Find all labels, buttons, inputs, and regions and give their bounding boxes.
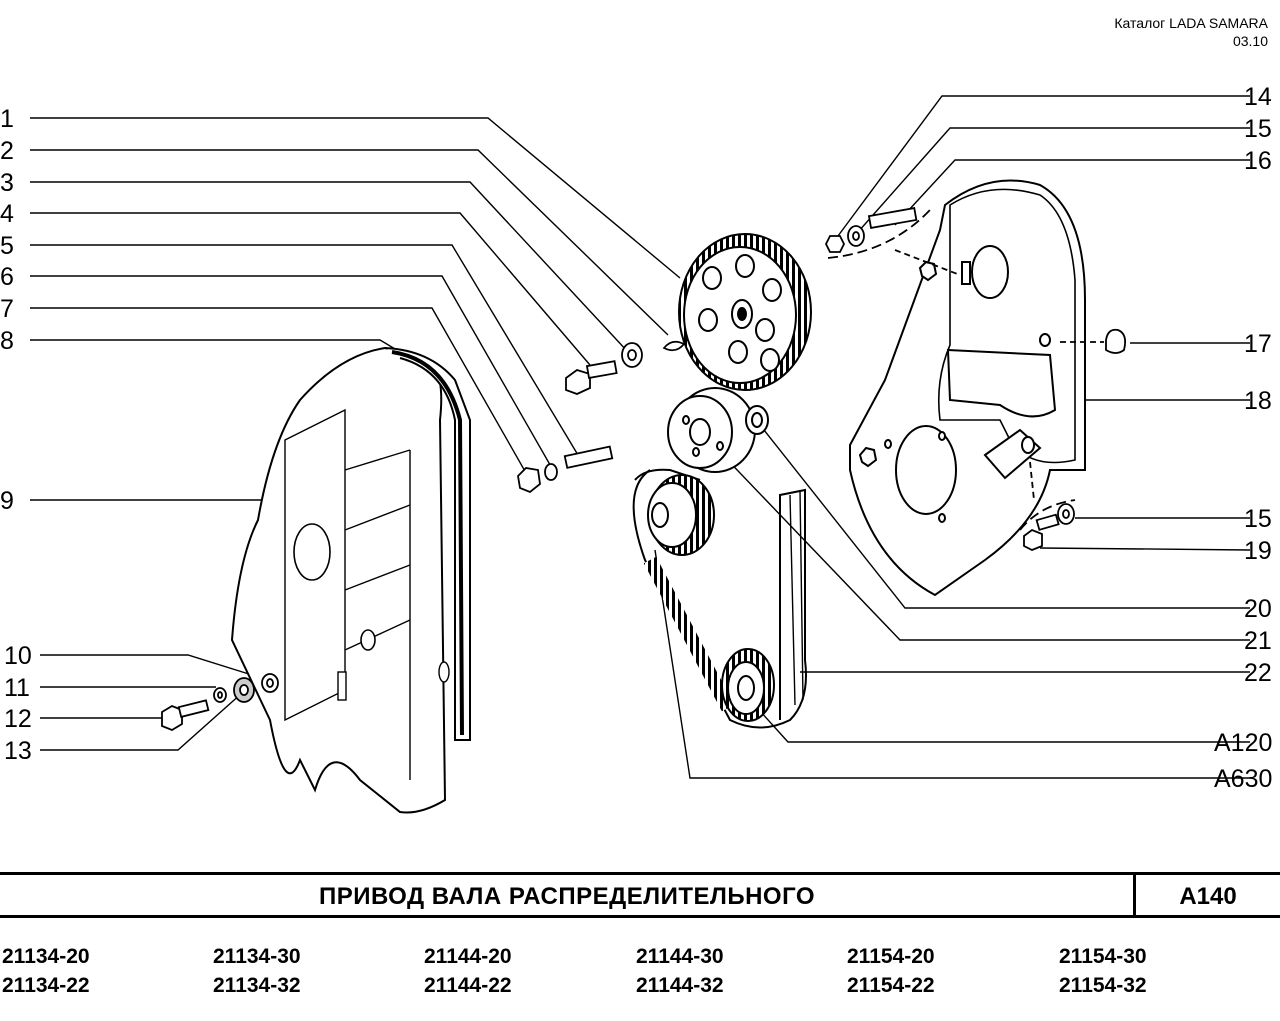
model-code: 21134-30 — [213, 945, 301, 968]
callout-15-lower: 15 — [1244, 505, 1272, 533]
callout-16: 16 — [1244, 147, 1272, 175]
callout-6: 6 — [0, 263, 14, 291]
callout-15: 15 — [1244, 115, 1272, 143]
callout-1: 1 — [0, 105, 14, 133]
callout-2: 2 — [0, 137, 14, 165]
callout-21: 21 — [1244, 627, 1272, 655]
model-code: 21134-20 — [2, 945, 90, 968]
model-code: 21154-22 — [847, 974, 935, 997]
nut-14 — [824, 235, 846, 253]
callout-14: 14 — [1244, 83, 1272, 111]
callout-20: 20 — [1244, 595, 1272, 623]
timing-belt — [632, 468, 807, 729]
belt-idler — [647, 474, 715, 556]
front-belt-cover — [230, 346, 471, 814]
bolt-12 — [161, 699, 210, 732]
catalog-name: Каталог LADA SAMARA — [1114, 15, 1268, 31]
model-code: 21134-32 — [213, 974, 301, 997]
model-code: 21144-30 — [636, 945, 724, 968]
camshaft-pulley — [678, 233, 812, 391]
title-bar: ПРИВОД ВАЛА РАСПРЕДЕЛИТЕЛЬНОГО A140 — [0, 872, 1280, 918]
callout-11: 11 — [4, 674, 30, 702]
callout-19: 19 — [1244, 537, 1272, 565]
bolt-19 — [1023, 513, 1060, 551]
callout-17: 17 — [1244, 330, 1272, 358]
model-code: 21144-32 — [636, 974, 724, 997]
stud-16 — [867, 207, 918, 229]
callout-12: 12 — [4, 705, 32, 733]
parts-diagram: 1 2 3 4 5 6 7 8 9 10 11 12 13 14 15 16 1… — [0, 83, 1272, 814]
pulley-fasteners — [565, 340, 686, 395]
callout-9: 9 — [0, 487, 14, 515]
callout-labels: 1 2 3 4 5 6 7 8 9 10 11 12 13 14 15 16 1… — [0, 83, 1272, 793]
callout-7: 7 — [0, 295, 14, 323]
crankshaft-pulley — [721, 648, 775, 722]
washer-6 — [544, 463, 558, 481]
key-2 — [662, 340, 686, 352]
model-code: 21144-20 — [424, 945, 512, 968]
model-code: 21154-30 — [1059, 945, 1147, 968]
nut-7 — [517, 467, 541, 494]
page-title: ПРИВОД ВАЛА РАСПРЕДЕЛИТЕЛЬНОГО — [318, 883, 816, 910]
callout-13: 13 — [4, 737, 32, 765]
callout-5: 5 — [0, 232, 14, 260]
callout-8: 8 — [0, 327, 14, 355]
callout-18: 18 — [1244, 387, 1272, 415]
stud-5 — [563, 445, 614, 469]
catalog-date: 03.10 — [1232, 33, 1268, 49]
model-code: 21154-20 — [847, 945, 935, 968]
model-code: 21134-22 — [2, 974, 90, 997]
callout-22: 22 — [1244, 659, 1272, 687]
rear-cover-fasteners — [824, 207, 1127, 551]
cover-fasteners — [161, 673, 279, 732]
callout-4: 4 — [0, 200, 14, 228]
tension-roller — [667, 387, 769, 473]
model-code: 21144-22 — [424, 974, 512, 997]
callout-3: 3 — [0, 169, 14, 197]
callout-a120: A120 — [1214, 729, 1272, 757]
bolt-4 — [565, 360, 618, 395]
callout-10: 10 — [4, 642, 32, 670]
grommet-17 — [1105, 328, 1127, 354]
model-code: 21154-32 — [1059, 974, 1147, 997]
catalog-header: Каталог LADA SAMARA 03.10 — [1114, 14, 1268, 50]
callout-a630: A630 — [1214, 765, 1272, 793]
title-divider — [1133, 875, 1136, 915]
rear-belt-cover — [849, 179, 1086, 597]
page-code: A140 — [1179, 883, 1237, 910]
studs-5-7 — [517, 445, 614, 494]
